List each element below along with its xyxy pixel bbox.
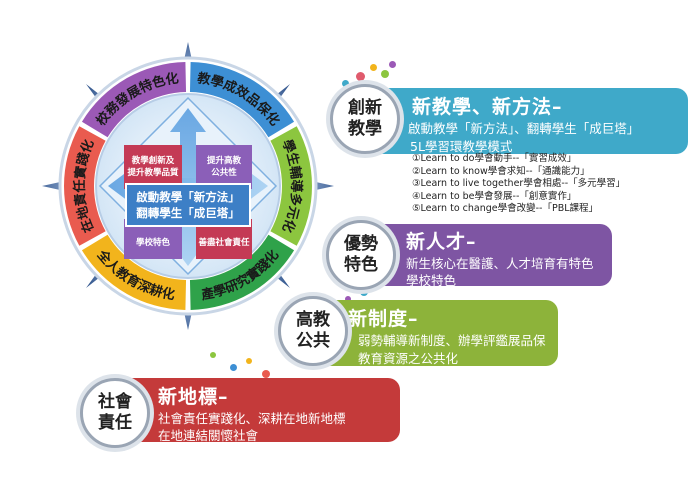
ring-segment: [189, 62, 295, 138]
deco-dot: [210, 352, 216, 358]
banner-advantage-feature: 新人才– 新生核心在醫護、人才培育有特色 學校特色: [358, 224, 612, 288]
banner-head: 新制度–: [348, 308, 419, 330]
banner-innovative-teaching: 新教學、新方法– 啟動教學「新方法」、翻轉學生「成巨塔」 5L學習環教學模式: [370, 88, 688, 154]
banner-line: 弱勢輔導新制度、辦學評鑑展品保: [358, 333, 546, 348]
deco-dot: [342, 80, 349, 87]
circle-text: 高教: [296, 310, 330, 330]
circle-social-responsibility: 社會 責任: [80, 378, 150, 448]
deco-dot: [356, 72, 365, 81]
circle-text: 優勢: [344, 234, 378, 254]
ring-segment: [81, 62, 187, 138]
banner-social-responsibility: 新地標– 社會責任實踐化、深耕在地新地標 在地連結關懷社會: [118, 378, 400, 443]
circle-text: 創新: [348, 98, 382, 118]
banner-line: 啟動教學「新方法」、翻轉學生「成巨塔」: [408, 121, 640, 136]
pedagogy-item: ③Learn to live together學會相處--「多元學習」: [412, 178, 626, 190]
circle-advantage-feature: 優勢 特色: [326, 220, 396, 290]
deco-dot: [360, 288, 368, 296]
box-tl-line2: 提升教學品質: [127, 167, 179, 178]
deco-dot: [370, 64, 377, 71]
box-br-line1: 善盡社會責任: [198, 237, 250, 248]
banner-line: 在地連結關懷社會: [158, 428, 259, 443]
ring-segment: [189, 234, 295, 310]
center-panel: [125, 183, 251, 227]
center-line2: 翻轉學生「成巨塔」: [136, 206, 240, 220]
quadrant-boxes: [124, 145, 252, 259]
deco-dot: [262, 370, 270, 378]
pedagogy-list: ①Learn to do學會動手--「實習成效」 ②Learn to know學…: [412, 153, 625, 216]
box-teaching-innovation: [124, 145, 182, 189]
box-bl-line1: 學校特色: [136, 237, 171, 248]
pedagogy-item: ②Learn to know學會求知--「通識能力」: [412, 165, 590, 177]
circle-text: 責任: [98, 413, 132, 433]
center-line1: 啟動教學「新方法」: [136, 190, 240, 204]
ring-segment: [270, 126, 312, 246]
circle-text: 特色: [344, 255, 378, 275]
deco-dot: [381, 70, 389, 78]
ring-segment: [64, 126, 106, 246]
ring-segment: [81, 234, 187, 310]
pedagogy-item: ⑤Learn to change學會改變--「PBL課程」: [412, 203, 599, 215]
deco-dot: [230, 364, 237, 371]
banner-line: 學校特色: [406, 273, 457, 288]
circle-innovative-teaching: 創新 教學: [330, 84, 400, 154]
deco-dot: [246, 358, 252, 364]
banner-head: 新人才–: [406, 231, 477, 253]
box-public-higher-ed: [196, 145, 252, 189]
box-tr-line1: 提升高教: [207, 155, 242, 166]
circle-text: 社會: [98, 392, 132, 412]
banner-line: 新生核心在醫護、人才培育有特色: [406, 256, 594, 271]
circle-text: 教學: [348, 119, 382, 139]
banner-line: 社會責任實踐化、深耕在地新地標: [158, 411, 346, 426]
banner-line: 5L學習環教學模式: [410, 139, 513, 154]
circle-public-higher-ed: 高教 公共: [278, 296, 348, 366]
deco-dot: [389, 61, 396, 68]
banner-public-higher-ed: 新制度– 弱勢輔導新制度、辦學評鑑展品保 教育資源之公共化: [318, 300, 558, 366]
box-tl-line1: 教學創新及: [131, 155, 175, 166]
box-tr-line2: 公共性: [211, 167, 237, 178]
circle-text: 公共: [296, 331, 330, 351]
pedagogy-item: ④Learn to be學會發展--「創意實作」: [412, 190, 577, 202]
banner-head: 新教學、新方法–: [412, 96, 563, 118]
banner-line: 教育資源之公共化: [358, 351, 459, 366]
banner-head: 新地標–: [158, 386, 229, 408]
deco-dot: [345, 296, 351, 302]
pedagogy-item: ①Learn to do學會動手--「實習成效」: [412, 153, 577, 164]
